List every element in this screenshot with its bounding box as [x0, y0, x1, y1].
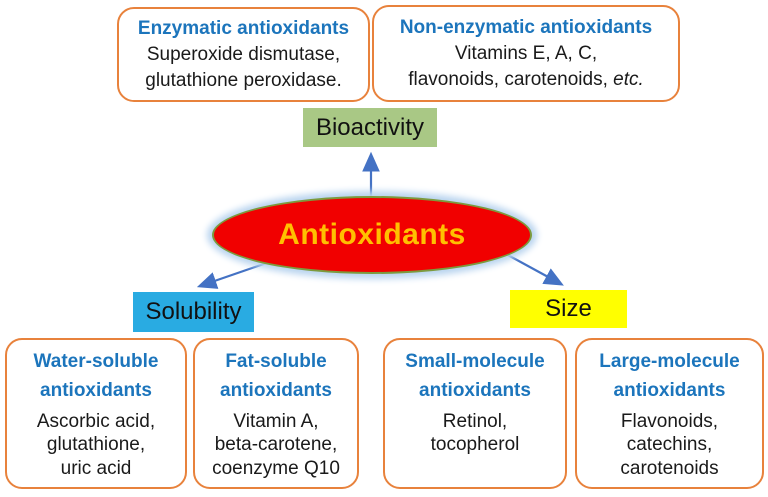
- box-line: tocopherol: [430, 434, 520, 456]
- category-bioactivity: Bioactivity: [303, 108, 437, 147]
- box-line: coenzyme Q10: [212, 457, 340, 479]
- box-enzymatic-antioxidants: Enzymatic antioxidants Superoxide dismut…: [117, 7, 370, 102]
- box-fat-soluble-antioxidants: Fat-soluble antioxidants Vitamin A, beta…: [193, 338, 359, 489]
- box-line-text: flavonoids, carotenoids,: [408, 69, 614, 90]
- box-line: flavonoids, carotenoids, etc.: [408, 67, 644, 93]
- box-line: Superoxide dismutase,: [146, 44, 341, 65]
- box-line: uric acid: [60, 457, 132, 479]
- box-line: carotenoids: [620, 457, 719, 479]
- box-title-line: Small-molecule: [405, 350, 545, 372]
- box-title-line: Fat-soluble: [225, 350, 327, 372]
- box-title-line: antioxidants: [40, 379, 152, 401]
- box-body: Flavonoids, catechins, carotenoids: [620, 410, 718, 481]
- box-non-enzymatic-antioxidants: Non-enzymatic antioxidants Vitamins E, A…: [372, 5, 680, 102]
- box-line: beta-carotene,: [214, 434, 338, 456]
- box-body: Retinol, tocopherol: [431, 410, 520, 481]
- box-small-molecule-antioxidants: Small-molecule antioxidants Retinol, toc…: [383, 338, 567, 489]
- box-line-spacer: [431, 457, 520, 481]
- box-title-line: antioxidants: [220, 379, 332, 401]
- box-water-soluble-antioxidants: Water-soluble antioxidants Ascorbic acid…: [5, 338, 187, 489]
- box-large-molecule-antioxidants: Large-molecule antioxidants Flavonoids, …: [575, 338, 764, 489]
- etc-italic-text: etc.: [613, 69, 644, 90]
- box-title-line: Water-soluble: [33, 350, 159, 372]
- box-title-line: antioxidants: [613, 379, 726, 401]
- category-solubility: Solubility: [133, 292, 254, 332]
- box-title: Non-enzymatic antioxidants: [399, 17, 653, 38]
- box-line: catechins,: [626, 434, 713, 456]
- box-title-line: Large-molecule: [599, 350, 740, 372]
- arrow-to-size: [505, 253, 564, 286]
- box-line: Vitamin A,: [233, 410, 319, 432]
- box-line: Flavonoids,: [620, 410, 719, 432]
- ellipse-label: Antioxidants: [278, 218, 466, 251]
- antioxidants-ellipse: Antioxidants: [212, 196, 532, 274]
- box-body: Vitamin A, beta-carotene, coenzyme Q10: [212, 410, 340, 481]
- box-line: Retinol,: [442, 410, 508, 432]
- box-body: Ascorbic acid, glutathione, uric acid: [37, 410, 155, 481]
- category-size: Size: [510, 290, 627, 328]
- box-line: Ascorbic acid,: [36, 410, 156, 432]
- box-title-line: antioxidants: [419, 379, 531, 401]
- box-line: glutathione peroxidase.: [145, 70, 342, 91]
- box-line: glutathione,: [46, 434, 146, 456]
- box-title: Enzymatic antioxidants: [137, 18, 350, 39]
- box-line: Vitamins E, A, C,: [454, 43, 598, 64]
